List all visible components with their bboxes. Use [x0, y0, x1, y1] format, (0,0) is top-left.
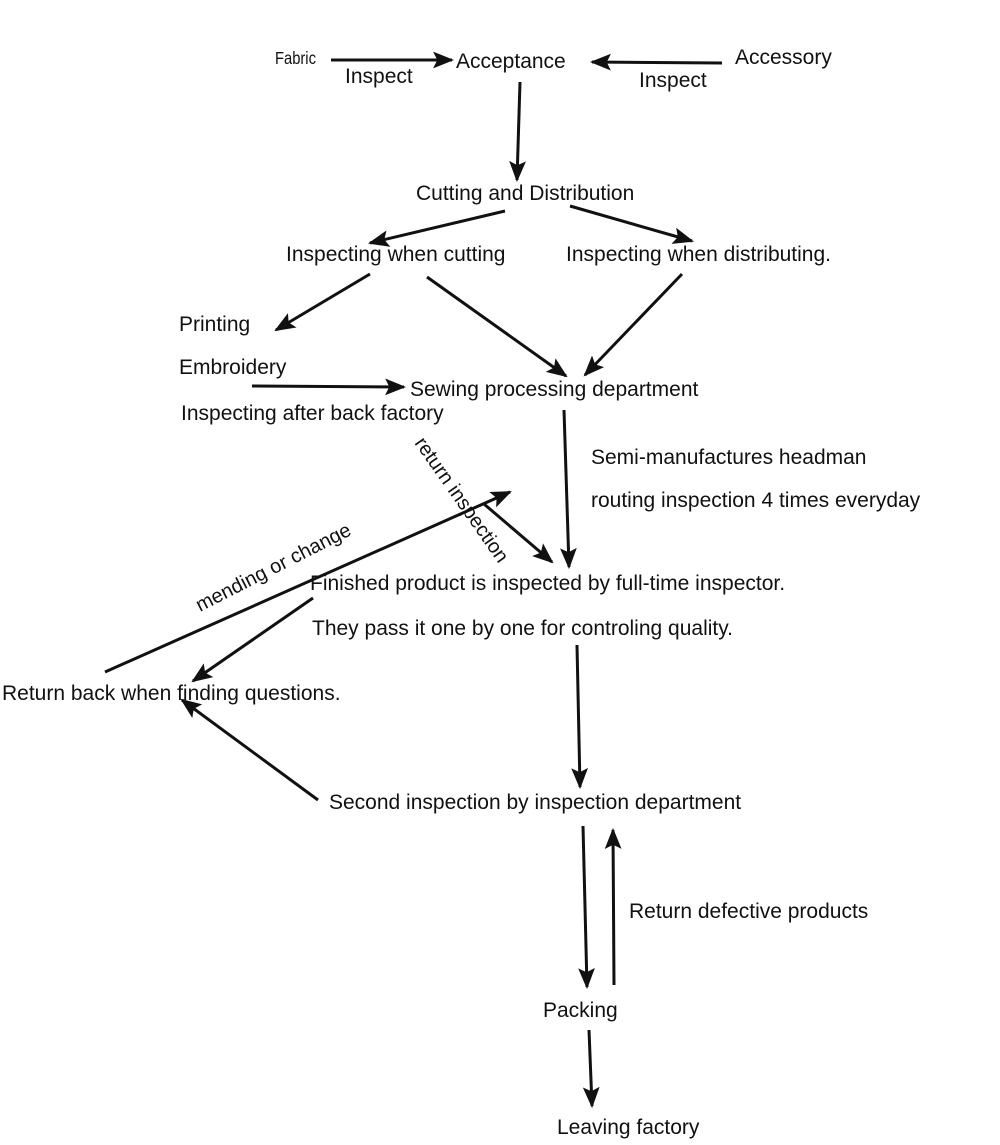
edge-second-inspection-to-return-back	[180, 698, 319, 802]
edge-label-return-defective-products: Return defective products	[629, 900, 868, 923]
edge-inspecting-cutting-to-sewing	[426, 275, 568, 378]
node-semi-manufactures-line1: Semi-manufactures headman	[591, 446, 866, 469]
node-return-back-when-finding-questions: Return back when finding questions.	[2, 682, 341, 705]
node-printing: Printing	[179, 313, 250, 336]
edge-finished-to-return-back	[191, 596, 314, 683]
edge-label-return-inspection: return inspection	[410, 433, 513, 567]
edge-inspecting-cutting-to-printing	[274, 272, 371, 332]
edge-inspecting-distributing-to-sewing	[583, 272, 684, 377]
edges	[104, 51, 723, 1109]
node-finished-product-line2: They pass it one by one for controling q…	[312, 617, 733, 640]
edge-packing-return-defective	[604, 827, 622, 986]
edge-label-mending-or-change: mending or change	[192, 519, 355, 616]
edge-accessory-to-acceptance	[589, 53, 723, 71]
nodes: Fabric Acceptance Accessory Cutting and …	[2, 46, 921, 1139]
node-acceptance: Acceptance	[456, 50, 566, 73]
edge-finished-to-second-inspection	[571, 644, 588, 790]
node-fabric: Fabric	[275, 49, 316, 69]
edge-packing-to-leaving	[582, 1029, 600, 1109]
node-cutting-and-distribution: Cutting and Distribution	[416, 182, 634, 205]
edge-label-inspect-accessory: Inspect	[639, 69, 707, 92]
node-embroidery: Embroidery	[179, 356, 287, 379]
edge-label-inspect-fabric: Inspect	[345, 65, 413, 88]
edge-mending-or-change	[104, 490, 512, 674]
edge-cutting-to-inspecting-cutting	[367, 209, 506, 247]
node-inspecting-when-cutting: Inspecting when cutting	[286, 243, 505, 266]
node-finished-product-line1: Finished product is inspected by full-ti…	[310, 572, 785, 595]
edge-embroidery-to-sewing	[251, 378, 407, 396]
node-leaving-factory: Leaving factory	[557, 1116, 700, 1139]
edge-sewing-to-finished	[560, 409, 577, 570]
node-packing: Packing	[543, 999, 618, 1022]
node-semi-manufactures-line2: routing inspection 4 times everyday	[591, 489, 921, 512]
edge-return-inspection	[483, 502, 554, 564]
node-sewing-processing-department: Sewing processing department	[410, 378, 698, 401]
node-inspecting-when-distributing: Inspecting when distributing.	[566, 243, 831, 266]
edge-second-inspection-to-packing	[578, 825, 595, 990]
node-inspecting-after-back-factory: Inspecting after back factory	[181, 402, 444, 425]
edge-cutting-to-inspecting-distributing	[569, 204, 695, 244]
edge-acceptance-to-cutting	[509, 81, 526, 183]
node-accessory: Accessory	[735, 46, 832, 69]
node-second-inspection: Second inspection by inspection departme…	[329, 791, 741, 814]
